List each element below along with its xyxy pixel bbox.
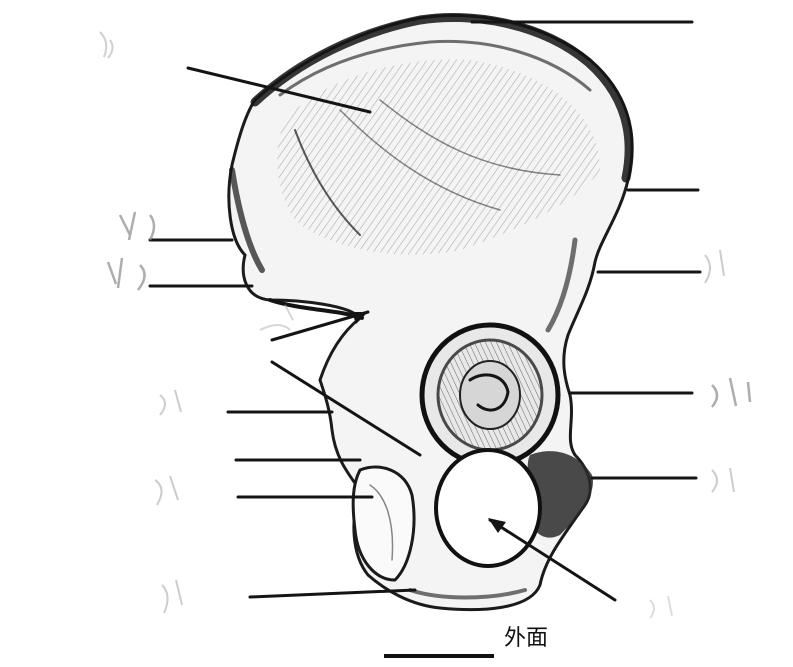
acetabulum	[422, 325, 558, 465]
leader-line	[250, 590, 415, 597]
obturator-foramen	[436, 450, 540, 566]
figure-caption: 外面	[504, 620, 548, 652]
